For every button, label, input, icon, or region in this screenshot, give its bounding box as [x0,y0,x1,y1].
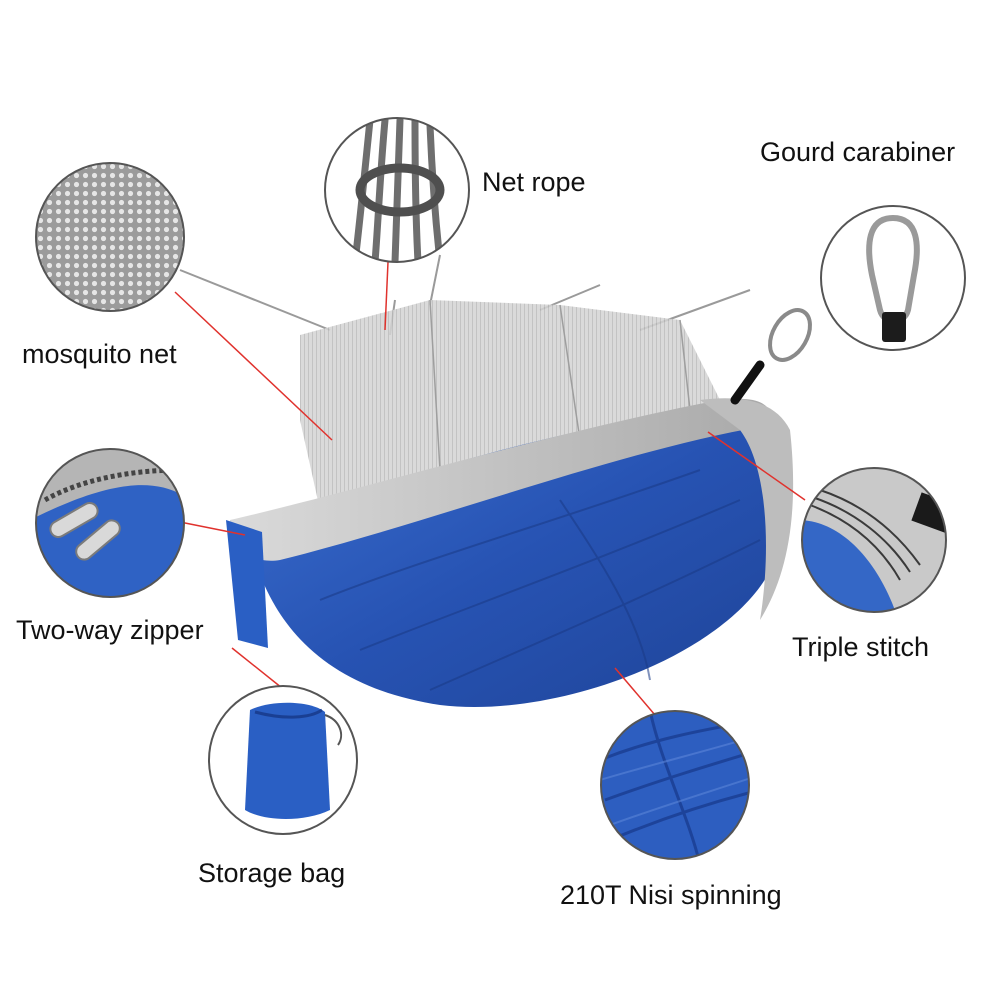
callout-storage-bag [208,685,358,835]
callout-nisi-spinning [600,710,750,860]
hammock-illustration [179,254,812,708]
label-net-rope: Net rope [482,167,586,197]
label-gourd-carabiner: Gourd carabiner [760,137,956,167]
label-mosquito-net: mosquito net [22,339,177,369]
callout-two-way-zipper [35,448,185,598]
label-triple-stitch: Triple stitch [792,632,930,662]
callout-mosquito-net [35,162,185,312]
callout-gourd-carabiner [820,205,966,351]
label-two-way-zipper: Two-way zipper [16,615,204,645]
label-storage-bag: Storage bag [198,858,346,888]
callout-triple-stitch [801,467,947,613]
leader-lines [174,261,806,716]
label-nisi-spinning: 210T Nisi spinning [560,880,782,910]
callout-net-rope [324,117,470,263]
